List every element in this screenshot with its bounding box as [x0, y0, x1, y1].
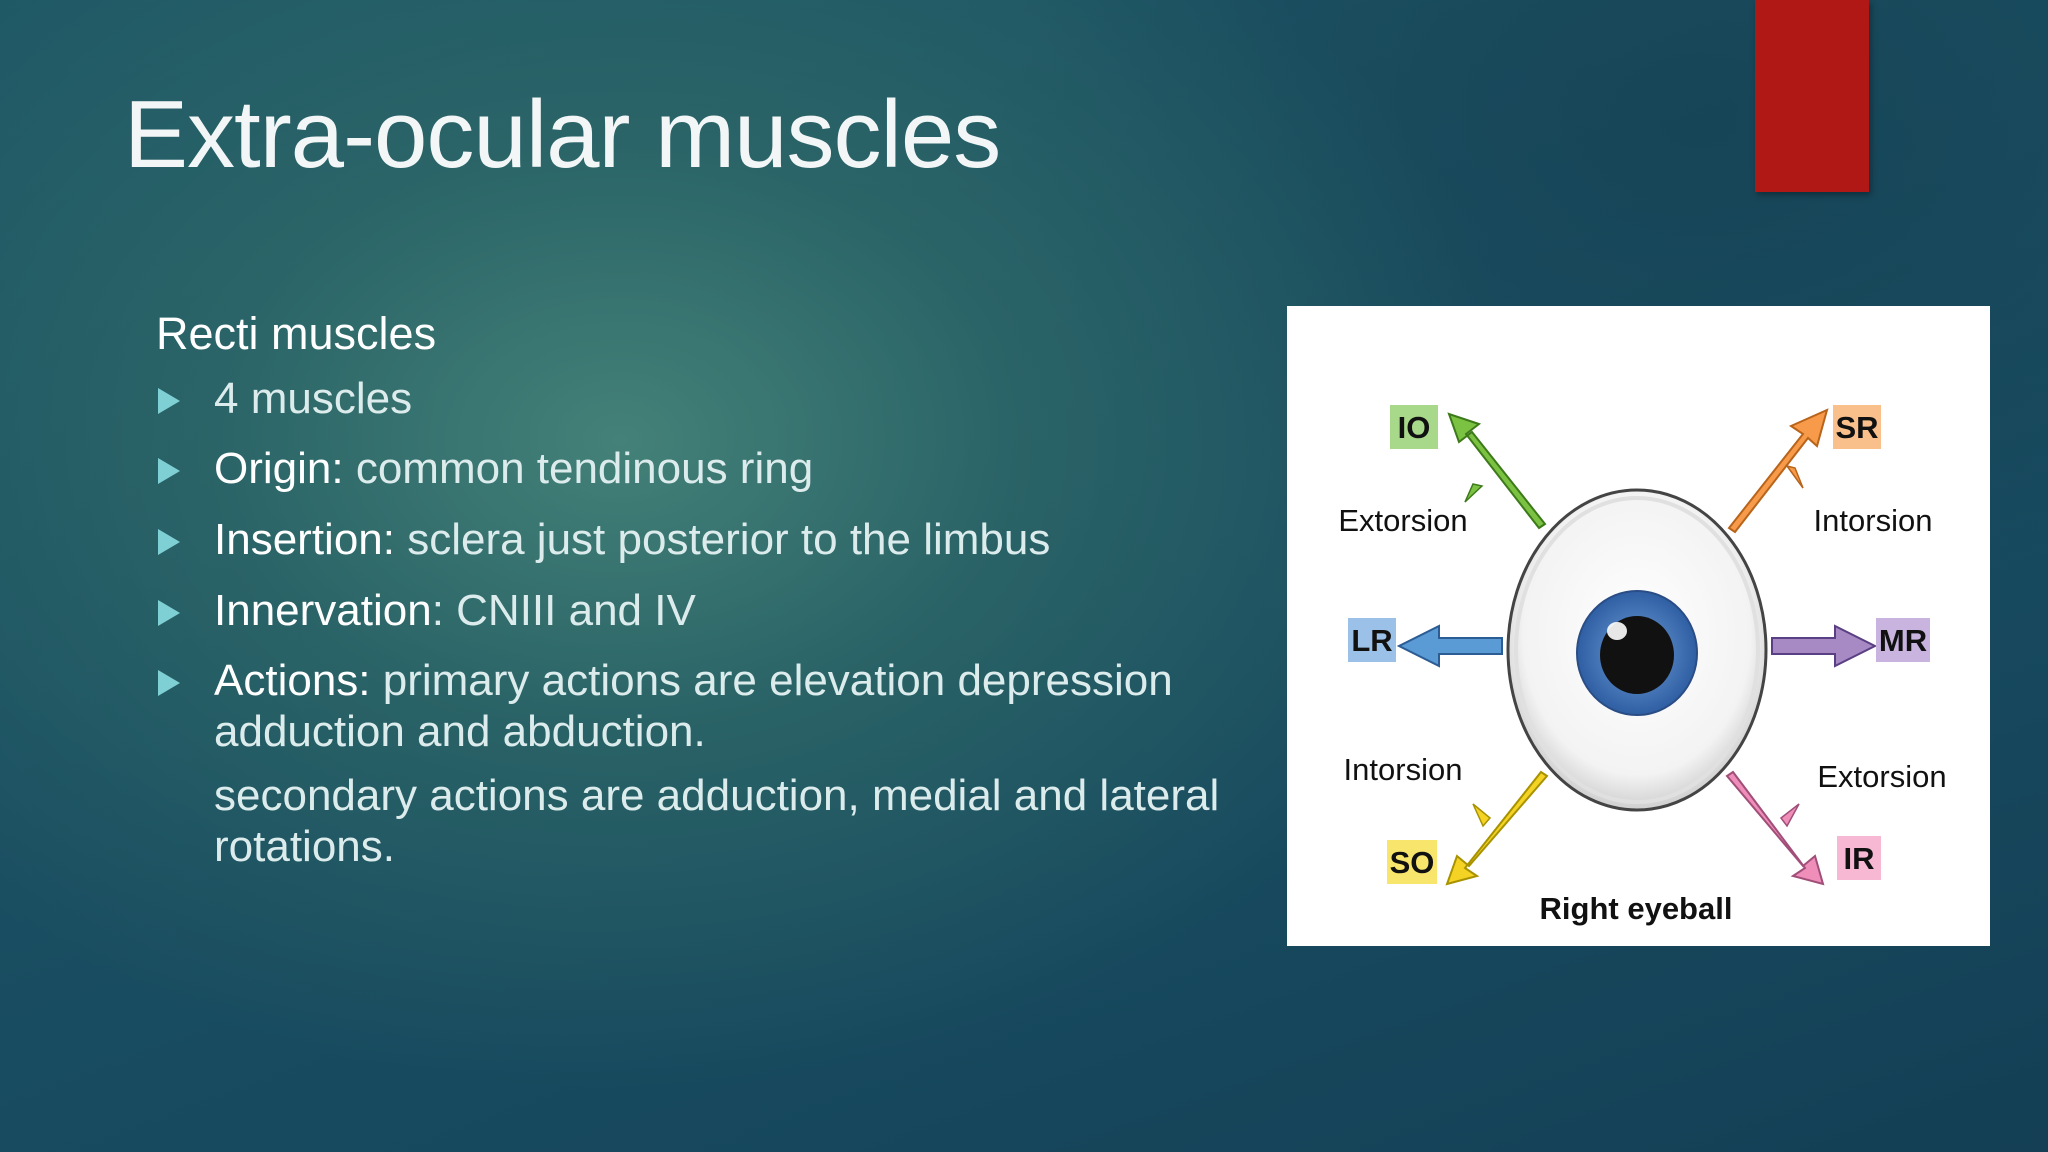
mr-label: MR — [1879, 623, 1927, 658]
triangle-bullet-icon — [158, 458, 180, 485]
bullet-text: sclera just posterior to the limbus — [394, 514, 1051, 564]
triangle-bullet-icon — [158, 528, 180, 555]
io-arrow — [1447, 412, 1547, 530]
ir-label: IR — [1844, 841, 1875, 876]
lr-label: LR — [1351, 623, 1392, 658]
bullet-label: Actions: — [214, 656, 371, 706]
lr-arrow — [1396, 624, 1503, 668]
intorsion-top-label: Intorsion — [1814, 503, 1933, 538]
mr-badge — [1876, 618, 1930, 662]
sr-arrow — [1727, 408, 1829, 534]
eyeball-rim — [1514, 496, 1760, 804]
eyeball-diagram: IO SR LR MR SO IR Extorsion Intorsion In… — [1287, 306, 1990, 946]
io-badge — [1390, 405, 1438, 449]
extorsion-bottom-label: Extorsion — [1817, 759, 1946, 794]
bullet-list: 4 muscles Origin: common tendinous ring … — [156, 374, 1236, 758]
figure-caption: Right eyeball — [1540, 891, 1733, 926]
ir-badge — [1837, 836, 1881, 880]
bullet-continuation: secondary actions are adduction, medial … — [214, 771, 1220, 871]
bullet-item: 4 muscles — [156, 374, 1236, 425]
so-arrow — [1445, 770, 1549, 886]
lr-badge — [1348, 618, 1396, 662]
sr-badge — [1833, 405, 1881, 449]
bullet-label: Innervation — [214, 585, 432, 635]
bullet-item: Origin: common tendinous ring — [156, 444, 1236, 495]
bullet-text: : CNIII and IV — [431, 585, 696, 635]
triangle-bullet-icon — [158, 599, 180, 626]
extorsion-top-label: Extorsion — [1338, 503, 1467, 538]
bullet-label: Origin: — [214, 444, 344, 494]
mr-arrow — [1771, 624, 1878, 668]
bullet-item: Actions: primary actions are elevation d… — [156, 656, 1236, 757]
ir-arrow — [1725, 770, 1825, 886]
slide-content: Recti muscles 4 muscles Origin: common t… — [156, 308, 1236, 873]
bullet-text: common tendinous ring — [343, 444, 814, 494]
bullet-text: primary actions are elevation depression… — [214, 656, 1173, 756]
so-badge — [1387, 840, 1437, 884]
so-label: SO — [1390, 845, 1435, 880]
io-label: IO — [1398, 410, 1431, 445]
accent-bar — [1755, 0, 1869, 192]
intorsion-bottom-label: Intorsion — [1344, 752, 1463, 787]
bullet-label: Insertion: — [214, 514, 395, 564]
sr-label: SR — [1835, 410, 1878, 445]
slide-title: Extra-ocular muscles — [124, 81, 1001, 188]
bullet-item: Insertion: sclera just posterior to the … — [156, 515, 1236, 566]
eyeball-diagram-svg: IO SR LR MR SO IR Extorsion Intorsion In… — [1338, 405, 1947, 926]
section-subheading: Recti muscles — [156, 308, 437, 359]
triangle-bullet-icon — [158, 387, 180, 414]
bullet-text: 4 muscles — [214, 373, 413, 423]
triangle-bullet-icon — [158, 670, 180, 697]
bullet-item: Innervation: CNIII and IV — [156, 586, 1236, 637]
pupil-highlight — [1607, 622, 1627, 640]
